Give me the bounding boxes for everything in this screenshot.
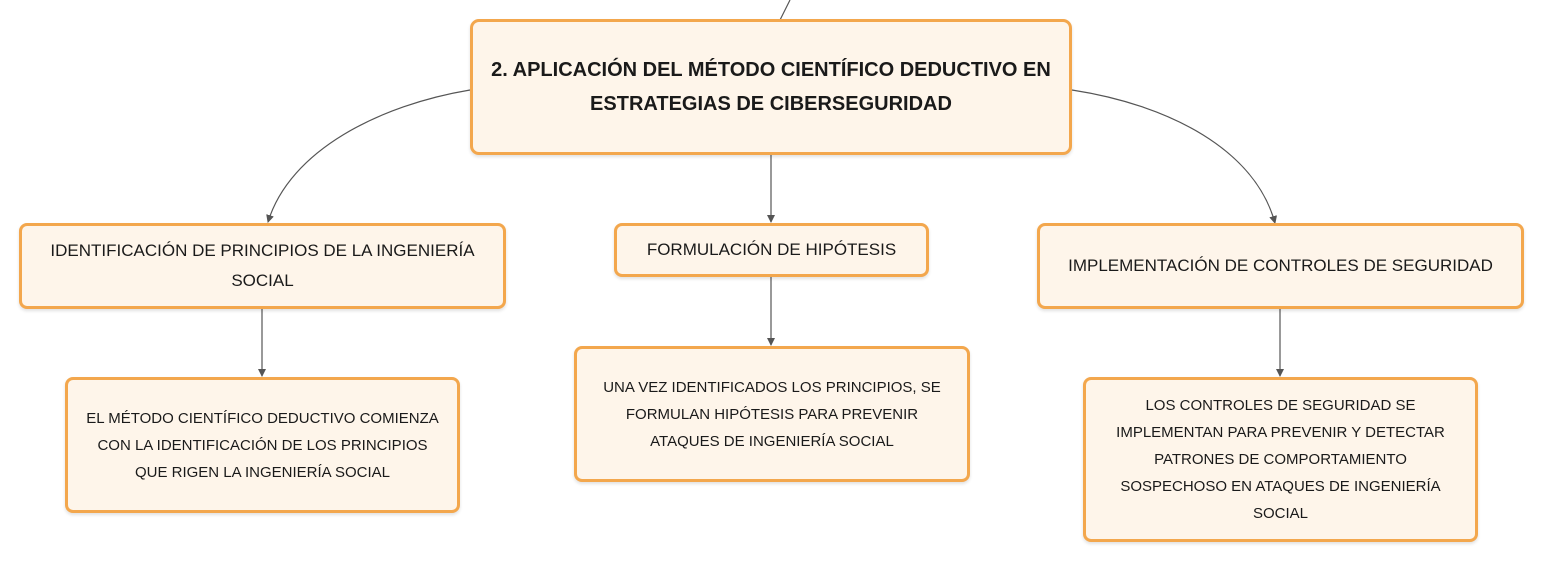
branch-node-controles[interactable]: IMPLEMENTACIÓN DE CONTROLES DE SEGURIDAD bbox=[1037, 223, 1524, 309]
detail-node-principios[interactable]: EL MÉTODO CIENTÍFICO DEDUCTIVO COMIENZA … bbox=[65, 377, 460, 513]
connector-root-to-controles bbox=[1071, 89, 1278, 224]
detail-node-controles[interactable]: LOS CONTROLES DE SEGURIDAD SE IMPLEMENTA… bbox=[1083, 377, 1478, 542]
root-title: 2. APLICACIÓN DEL MÉTODO CIENTÍFICO DEDU… bbox=[491, 59, 1051, 115]
incoming-connector bbox=[779, 0, 791, 21]
detail-text-controles: LOS CONTROLES DE SEGURIDAD SE IMPLEMENTA… bbox=[1116, 397, 1445, 522]
detail-text-principios: EL MÉTODO CIENTÍFICO DEDUCTIVO COMIENZA … bbox=[86, 409, 439, 481]
detail-text-hipotesis: UNA VEZ IDENTIFICADOS LOS PRINCIPIOS, SE… bbox=[603, 378, 941, 450]
branch-node-principios[interactable]: IDENTIFICACIÓN DE PRINCIPIOS DE LA INGEN… bbox=[19, 223, 506, 309]
root-node[interactable]: 2. APLICACIÓN DEL MÉTODO CIENTÍFICO DEDU… bbox=[470, 19, 1072, 155]
detail-node-hipotesis[interactable]: UNA VEZ IDENTIFICADOS LOS PRINCIPIOS, SE… bbox=[574, 346, 970, 482]
branch-label-principios: IDENTIFICACIÓN DE PRINCIPIOS DE LA INGEN… bbox=[50, 241, 475, 290]
branch-label-hipotesis: FORMULACIÓN DE HIPÓTESIS bbox=[646, 240, 897, 259]
branch-label-controles: IMPLEMENTACIÓN DE CONTROLES DE SEGURIDAD bbox=[1068, 256, 1493, 275]
branch-node-hipotesis[interactable]: FORMULACIÓN DE HIPÓTESIS bbox=[614, 223, 929, 277]
connector-root-to-principios bbox=[266, 89, 471, 223]
